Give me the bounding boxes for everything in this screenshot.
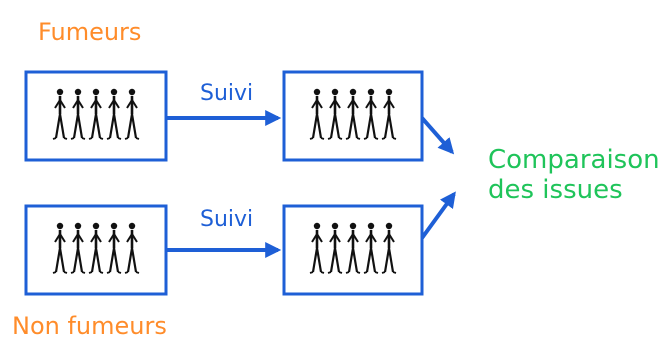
non-smokers-label: Non fumeurs xyxy=(12,312,167,340)
outcome-label-line1: Comparaison xyxy=(488,145,660,175)
top-converge-arrow xyxy=(420,116,455,155)
top-follow-label: Suivi xyxy=(200,81,253,106)
smokers-label: Fumeurs xyxy=(38,18,141,46)
bottom-follow-label: Suivi xyxy=(200,207,253,232)
outcome-label-line2: des issues xyxy=(488,175,623,205)
bottom-converge-arrow xyxy=(420,191,456,240)
